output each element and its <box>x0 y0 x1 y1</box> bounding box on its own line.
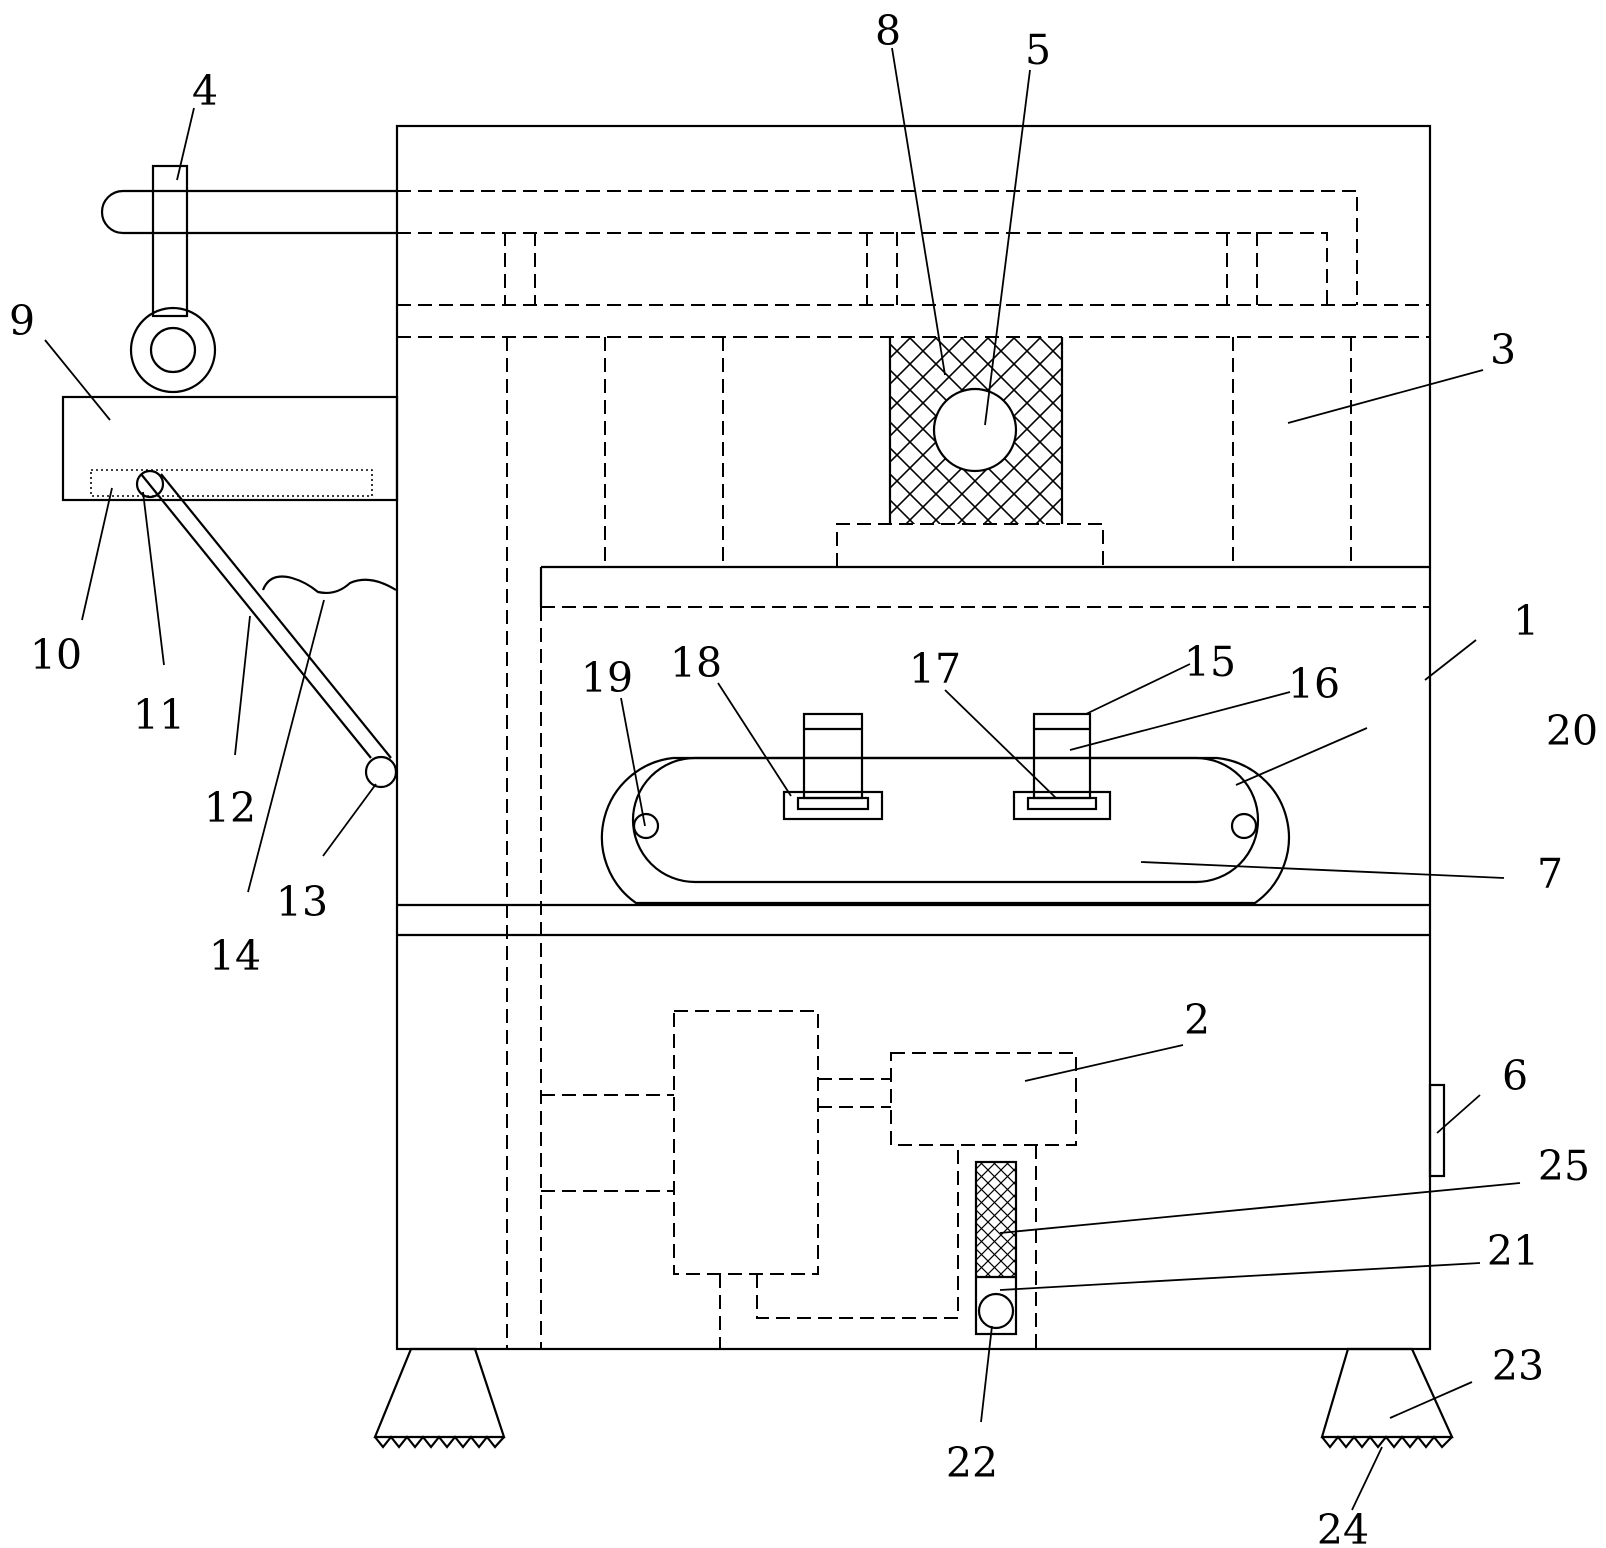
label-19: 19 <box>581 654 633 702</box>
label-11: 11 <box>133 691 185 739</box>
housing-body <box>395 124 1432 1351</box>
label-4: 4 <box>192 67 218 115</box>
clamp-block <box>836 337 1104 567</box>
label-17: 17 <box>909 645 961 693</box>
top-rod <box>100 189 1358 305</box>
label-25: 25 <box>1538 1142 1590 1190</box>
label-12: 12 <box>204 784 256 832</box>
label-14: 14 <box>209 932 261 980</box>
label-10: 10 <box>30 631 82 679</box>
handle-bracket <box>129 164 217 394</box>
right-foot <box>1320 1347 1454 1449</box>
label-5: 5 <box>1025 26 1051 74</box>
conveyor <box>600 712 1290 905</box>
left-foot <box>373 1347 506 1449</box>
pivot-rod <box>135 469 398 789</box>
leader-lines <box>44 47 1521 1511</box>
label-20: 20 <box>1546 707 1598 755</box>
filter-column <box>974 1160 1018 1336</box>
label-8: 8 <box>875 7 901 55</box>
label-22: 22 <box>946 1439 998 1487</box>
label-6: 6 <box>1502 1052 1528 1100</box>
label-9: 9 <box>9 297 35 345</box>
side-switch <box>1428 1083 1446 1178</box>
flexible-cover <box>261 575 397 595</box>
side-box <box>61 395 399 502</box>
label-3: 3 <box>1490 326 1516 374</box>
label-1: 1 <box>1513 597 1539 645</box>
lower-hidden-units <box>541 1010 1077 1349</box>
label-15: 15 <box>1184 638 1236 686</box>
label-16: 16 <box>1288 660 1340 708</box>
label-7: 7 <box>1537 850 1563 898</box>
part-labels: 4 8 5 9 3 10 11 12 13 14 1 19 18 17 15 1… <box>9 7 1598 1548</box>
label-2: 2 <box>1184 996 1210 1044</box>
label-18: 18 <box>670 639 722 687</box>
label-13: 13 <box>276 878 328 926</box>
vertical-conduit <box>506 337 542 1349</box>
label-24: 24 <box>1317 1506 1369 1548</box>
label-23: 23 <box>1492 1342 1544 1390</box>
label-21: 21 <box>1487 1227 1539 1275</box>
